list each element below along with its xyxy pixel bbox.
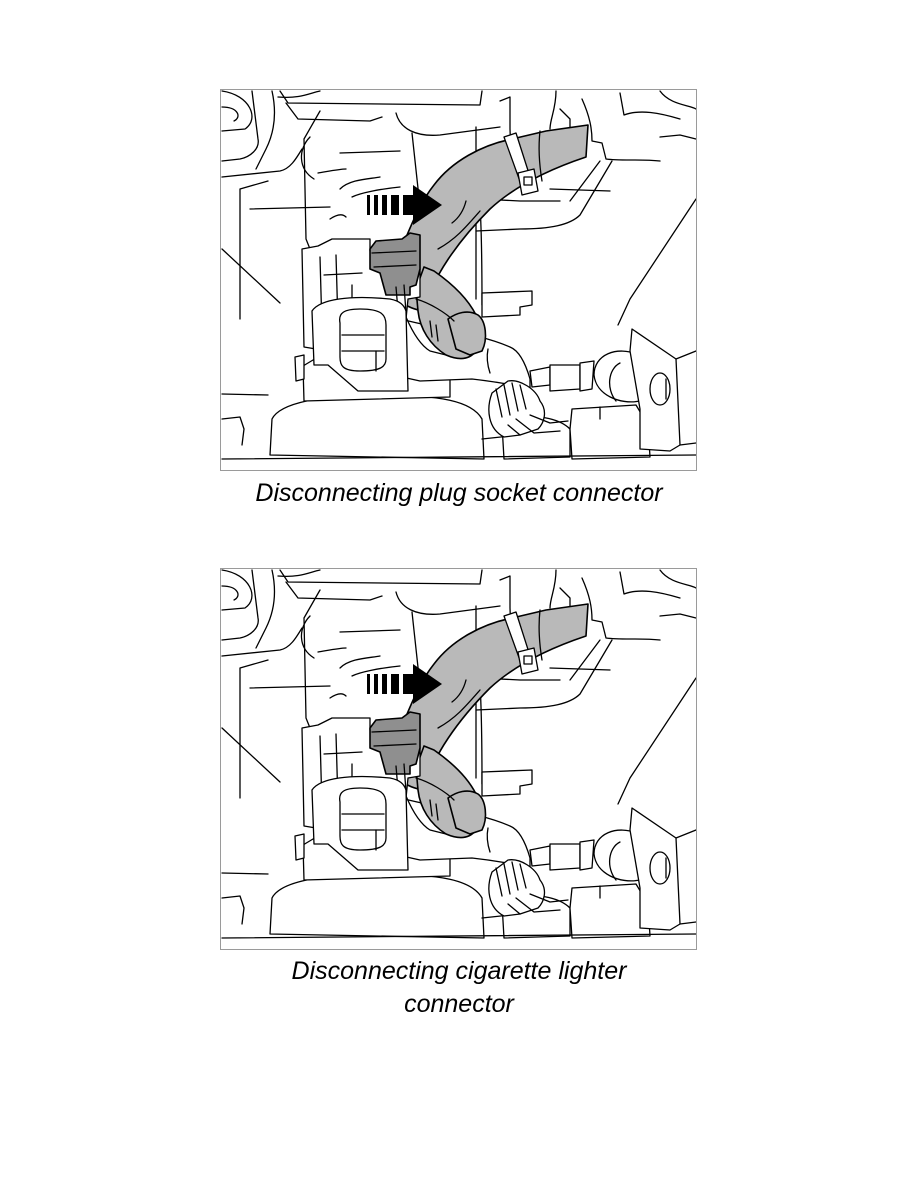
figure-plug-socket <box>220 89 698 472</box>
connector-diagram <box>220 568 698 951</box>
disconnect-arrow-icon <box>221 569 697 950</box>
figure-cigarette-lighter <box>220 568 698 951</box>
figure-caption: Disconnecting cigarette lighter connecto… <box>120 955 798 1021</box>
figure-caption: Disconnecting plug socket connector <box>255 479 663 507</box>
connector-diagram <box>220 89 698 472</box>
caption-line: connector <box>404 990 514 1018</box>
caption-line: Disconnecting cigarette lighter <box>291 957 627 985</box>
disconnect-arrow-icon <box>221 90 697 471</box>
